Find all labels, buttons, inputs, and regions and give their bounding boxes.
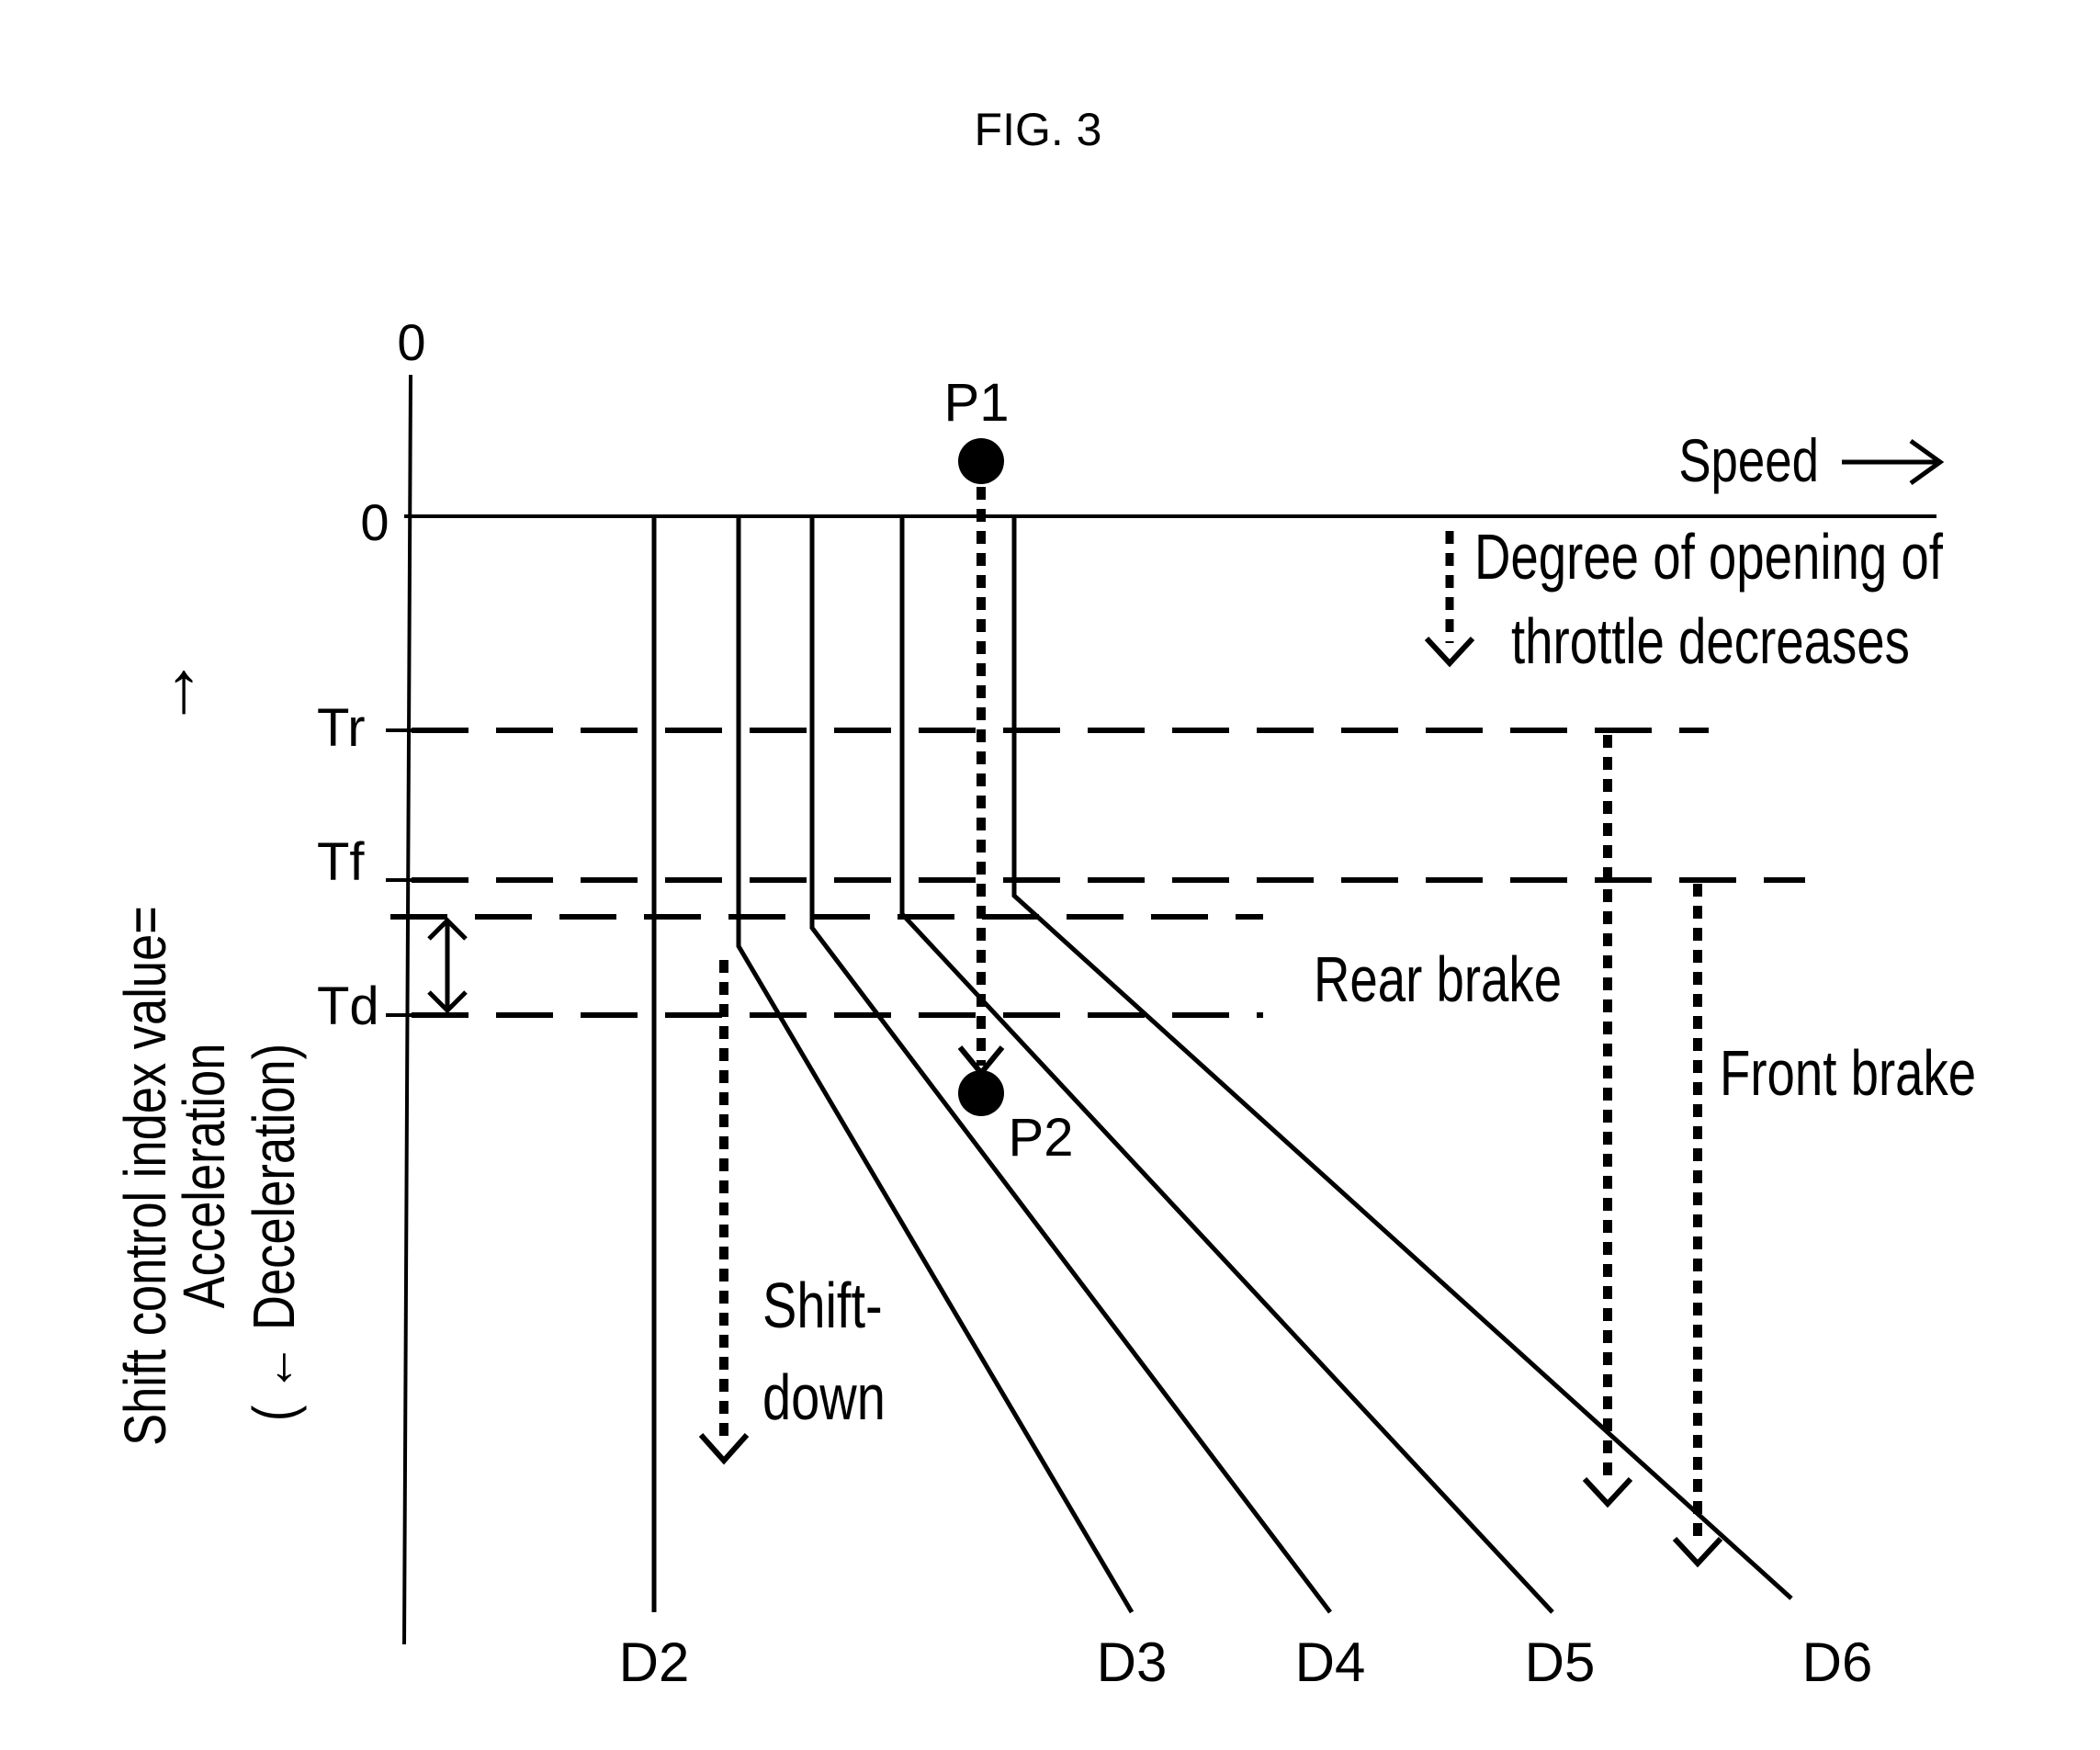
axis-origin-zero: 0 — [360, 493, 389, 551]
gear-line-d3 — [736, 516, 1135, 1614]
throttle-annotation-line2: throttle decreases — [1511, 606, 1910, 678]
throttle-arrowhead-icon — [1424, 636, 1475, 668]
gear-line-d6 — [1011, 516, 1793, 1600]
gear-label-d3: D3 — [1097, 1631, 1168, 1693]
y-axis-title: Shift control index value= Acceleration … — [113, 906, 307, 1446]
rear-brake-label: Rear brake — [1314, 944, 1562, 1016]
front-brake-arrowhead-icon — [1672, 1536, 1723, 1568]
gear-label-d4: D4 — [1295, 1631, 1366, 1693]
speed-arrow-icon — [1842, 438, 1945, 486]
threshold-tr-label: Tr — [317, 698, 366, 758]
speed-label: Speed — [1678, 426, 1819, 494]
point-p2-label: P2 — [1009, 1108, 1074, 1168]
y-axis-title-line2: Acceleration — [172, 1044, 237, 1309]
point-p1-label: P1 — [944, 373, 1010, 433]
gear-label-d6: D6 — [1802, 1631, 1873, 1693]
point-p1-marker — [958, 438, 1004, 484]
threshold-td-label: Td — [317, 977, 379, 1036]
gear-label-d2: D2 — [619, 1631, 690, 1693]
gear-line-d5 — [899, 516, 1554, 1614]
front-brake-label: Front brake — [1720, 1038, 1976, 1110]
range-double-arrow-icon — [427, 917, 468, 1014]
shift-down-arrowhead-icon — [698, 1433, 750, 1465]
vertical-axis — [402, 374, 412, 1645]
gear-label-d5: D5 — [1525, 1631, 1596, 1693]
figure-title: FIG. 3 — [975, 104, 1102, 155]
y-axis-up-arrow-icon: ↑ — [165, 646, 202, 728]
throttle-annotation-line1: Degree of opening of — [1474, 522, 1943, 593]
shift-down-label-line1: Shift- — [762, 1270, 883, 1341]
y-axis-title-line1: Shift control index value= — [113, 906, 178, 1446]
threshold-tf-label: Tf — [317, 832, 365, 892]
gear-line-d4 — [809, 516, 1332, 1614]
point-p2-marker — [958, 1070, 1004, 1116]
shift-down-label-line2: down — [762, 1362, 886, 1433]
rear-brake-arrowhead-icon — [1582, 1476, 1633, 1508]
y-axis-title-line3: ( ← Deceleration) — [242, 1044, 307, 1421]
axis-origin-top: 0 — [397, 313, 425, 371]
